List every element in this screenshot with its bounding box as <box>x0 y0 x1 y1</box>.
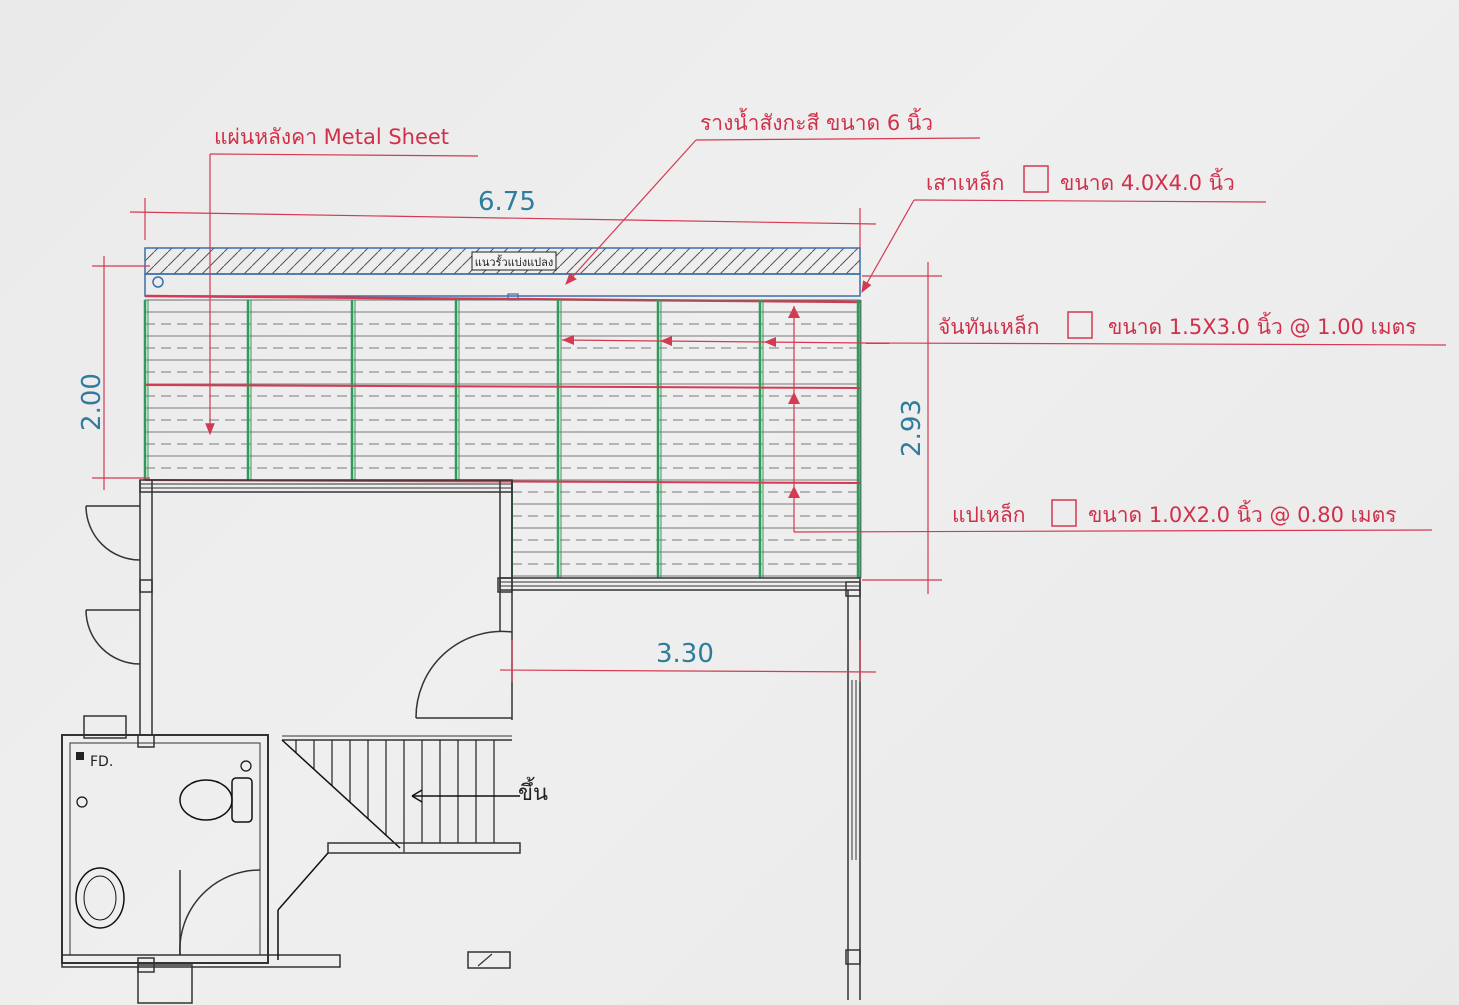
gutter <box>144 273 861 304</box>
dim-left-height: 2.00 <box>77 373 107 431</box>
label-column-size: ขนาด 4.0X4.0 นิ้ว <box>1060 168 1235 195</box>
boundary-label: แนวรั้วแบ่งแปลง <box>475 254 554 269</box>
label-gutter: รางน้ำสังกะสี ขนาด 6 นิ้ว <box>700 108 933 135</box>
label-purlin: แปเหล็ก <box>952 501 1025 527</box>
label-metal-sheet: แผ่นหลังคา Metal Sheet <box>214 125 449 149</box>
label-purlin-size: ขนาด 1.0X2.0 นิ้ว @ 0.80 เมตร <box>1088 500 1397 527</box>
label-rafter: จันทันเหล็ก <box>938 313 1039 339</box>
rafter-square-icon <box>1067 311 1093 339</box>
stairs-up-label: ขึ้น <box>518 777 548 806</box>
annotation-leaders <box>205 137 1447 533</box>
rafter-lines <box>143 300 862 578</box>
purlin-lines <box>145 311 860 577</box>
label-rafter-size: ขนาด 1.5X3.0 นิ้ว @ 1.00 เมตร <box>1108 312 1417 339</box>
column-square-icon <box>1023 165 1049 193</box>
house-walls <box>137 479 861 1000</box>
label-column: เสาเหล็ก <box>926 169 1004 195</box>
left-doors <box>85 505 141 665</box>
stairs: ขึ้น <box>277 735 548 969</box>
fd-label: FD. <box>90 754 113 770</box>
purlin-square-icon <box>1051 499 1077 527</box>
entrance-door <box>415 630 513 720</box>
boundary-fence: แนวรั้วแบ่งแปลง <box>144 247 861 275</box>
dim-right-height: 2.93 <box>897 399 927 457</box>
bathroom: FD. <box>61 715 341 1004</box>
dimension-lines <box>92 198 942 682</box>
dim-bottom-width: 3.30 <box>656 639 714 669</box>
dim-top-width: 6.75 <box>478 187 536 217</box>
